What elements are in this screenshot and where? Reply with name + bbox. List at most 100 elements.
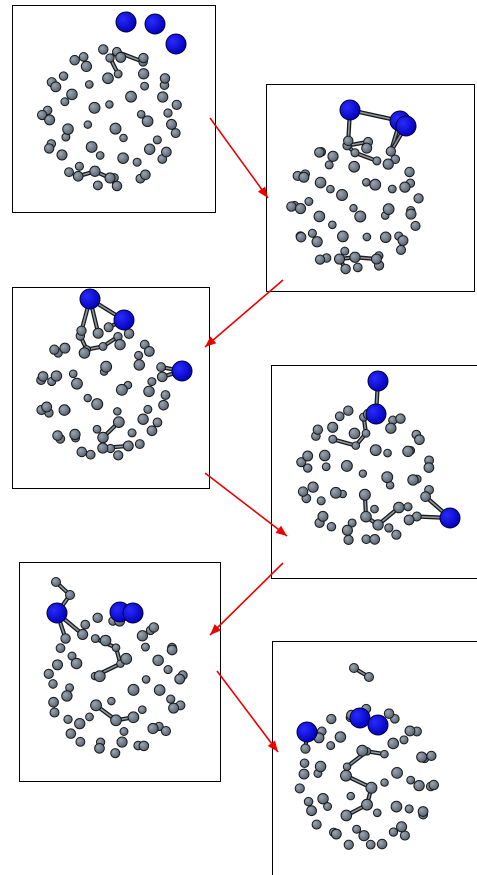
carbon-atom [119, 133, 128, 143]
cage-atoms [43, 611, 188, 759]
carbon-atom [98, 342, 108, 351]
cage-atoms [296, 404, 435, 546]
molecule-step-1 [36, 11, 187, 192]
reaction-arrows [204, 117, 288, 753]
carbon-atom [55, 643, 66, 654]
carbon-atom [111, 180, 123, 192]
carbon-atom [71, 377, 83, 390]
carbon-atom [58, 404, 71, 416]
carbon-atom [166, 118, 177, 130]
arrow-head [267, 740, 278, 752]
carbon-atom [327, 150, 339, 162]
carbon-atom [423, 462, 435, 473]
carbon-atom [49, 344, 60, 355]
carbon-atom [64, 167, 74, 178]
carbon-atom [85, 449, 96, 460]
carbon-atom [163, 108, 173, 118]
carbon-atom [140, 169, 151, 181]
dopant-atom [395, 115, 417, 137]
dopant-atom [171, 360, 193, 382]
carbon-atom [307, 481, 319, 493]
carbon-atom [318, 449, 331, 462]
arrow-shaft [204, 279, 284, 348]
carbon-atom [407, 474, 419, 486]
dopant-atoms [339, 99, 417, 137]
carbon-atom [361, 142, 373, 154]
molecule-step-6 [294, 663, 440, 850]
carbon-atom [362, 178, 371, 187]
molecule-step-2 [286, 99, 424, 275]
carbon-atom [395, 244, 407, 255]
carbon-atom [314, 147, 325, 158]
carbon-atom [127, 683, 140, 696]
carbon-atom [51, 577, 61, 587]
dopant-atom [113, 309, 135, 331]
carbon-atom [361, 428, 371, 438]
molecule-step-3 [36, 288, 193, 461]
carbon-atom [312, 424, 324, 435]
carbon-atom [307, 228, 317, 238]
carbon-atom [113, 69, 123, 79]
carbon-atom [84, 80, 94, 89]
carbon-atom [391, 766, 403, 779]
carbon-atom [52, 659, 63, 671]
carbon-atom [89, 165, 101, 177]
carbon-atom [137, 705, 147, 715]
carbon-atom [404, 725, 416, 737]
carbon-atom [166, 644, 178, 656]
carbon-atom [413, 193, 424, 204]
carbon-atom [380, 749, 389, 759]
carbon-atom [387, 737, 400, 750]
arrow-shaft [209, 562, 284, 636]
carbon-atom [358, 469, 368, 478]
carbon-atom [317, 510, 329, 522]
carbon-atom [361, 798, 373, 811]
carbon-atom [314, 176, 327, 189]
carbon-atom [91, 398, 104, 411]
carbon-atom [36, 109, 48, 121]
dopant-atoms [296, 707, 389, 743]
carbon-atom [299, 758, 310, 769]
carbon-atom [133, 359, 146, 371]
carbon-atom [127, 428, 137, 438]
carbon-atom [88, 101, 101, 114]
carbon-atom [110, 748, 121, 759]
carbon-atom [352, 824, 362, 834]
carbon-atom [137, 413, 149, 425]
carbon-atom [383, 708, 395, 719]
carbon-atom [58, 71, 69, 81]
carbon-atom [341, 524, 353, 536]
carbon-atom [92, 327, 104, 339]
carbon-atom [326, 184, 335, 194]
carbon-atom [340, 263, 351, 275]
carbon-atom [349, 251, 361, 263]
carbon-atom [158, 399, 169, 411]
carbon-atom [140, 81, 150, 91]
carbon-atom [333, 253, 346, 265]
carbon-atom [346, 791, 356, 801]
carbon-atom [416, 751, 428, 763]
arrow-head [275, 525, 287, 536]
carbon-atom [352, 262, 363, 273]
carbon-atom [109, 122, 122, 135]
carbon-atom [316, 496, 326, 506]
carbon-atom [43, 668, 54, 679]
carbon-atom [143, 346, 155, 357]
carbon-atom [306, 805, 317, 817]
carbon-atom [356, 744, 369, 757]
carbon-atom [76, 325, 87, 336]
carbon-atom [314, 760, 327, 773]
carbon-atom [44, 114, 56, 126]
carbon-atom [69, 428, 81, 441]
carbon-atom [90, 634, 100, 644]
carbon-atom [334, 731, 347, 743]
carbon-atom [153, 684, 166, 696]
carbon-atom [349, 204, 358, 213]
carbon-atom [340, 246, 350, 256]
carbon-atom [138, 52, 149, 64]
dopant-atom [367, 714, 389, 736]
carbon-atom [314, 254, 326, 265]
carbon-atom [348, 160, 360, 173]
arrow-shaft [216, 670, 279, 753]
carbon-atom [92, 612, 103, 624]
